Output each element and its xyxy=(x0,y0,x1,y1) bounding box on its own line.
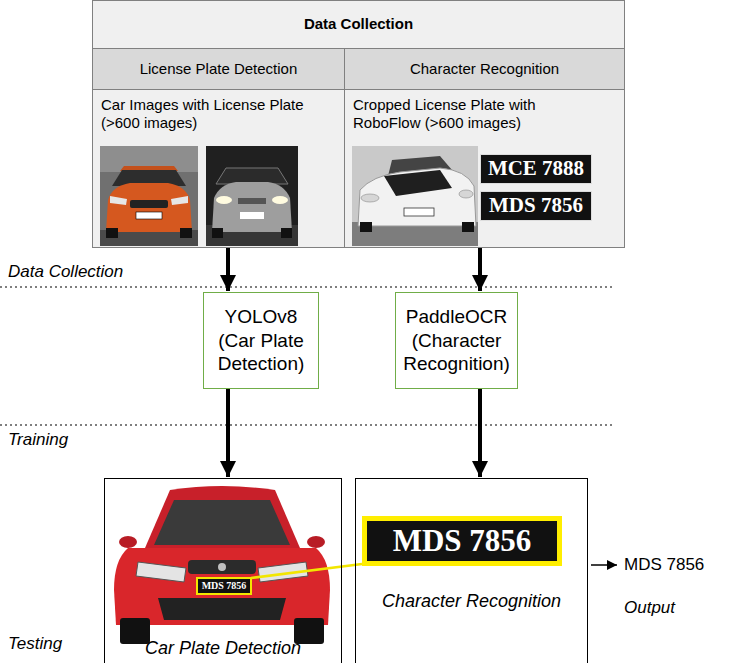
node-text: PaddleOCR (Character Recognition) xyxy=(398,305,515,376)
node-text: Character Recognition xyxy=(349,60,620,78)
node-text: MDS 7856 xyxy=(393,522,532,559)
test-panel: Car Plate Detection MDS 7856 xyxy=(104,478,342,663)
model-box: YOLOv8 (Car Plate Detection) xyxy=(203,292,319,389)
connector xyxy=(251,564,362,578)
connector xyxy=(478,389,482,477)
connector xyxy=(478,248,482,291)
stage-label: Training xyxy=(8,430,68,450)
node-text: Data Collection xyxy=(97,15,620,33)
node-text: Character Recognition xyxy=(360,591,583,613)
stage-divider xyxy=(0,286,615,287)
data-cell: Cropped License Plate with RoboFlow (>60… xyxy=(344,89,625,248)
column-header: License Plate Detection xyxy=(92,48,345,90)
connector xyxy=(226,389,230,477)
output-text: MDS 7856 xyxy=(624,555,704,575)
node-text: YOLOv8 (Car Plate Detection) xyxy=(206,305,316,376)
stage-label: Output xyxy=(624,598,675,618)
white-car-photo xyxy=(352,146,478,246)
plate-crop: MCE 7888 xyxy=(480,154,592,184)
test-panel: Character Recognition MDS 7856 xyxy=(355,478,588,663)
column-header: Character Recognition xyxy=(344,48,625,90)
node-text: Cropped License Plate with RoboFlow (>60… xyxy=(353,96,584,132)
node-text: License Plate Detection xyxy=(97,60,340,78)
data-cell: Car Images with License Plate (>600 imag… xyxy=(92,89,345,248)
plate-crop-large: MDS 7856 xyxy=(362,516,562,566)
node-text: MDS 7856 xyxy=(489,193,583,218)
output-arrow xyxy=(591,564,617,566)
node-text: Car Images with License Plate (>600 imag… xyxy=(101,96,336,132)
plate-crop: MDS 7856 xyxy=(480,191,592,221)
model-box: PaddleOCR (Character Recognition) xyxy=(395,292,518,389)
node-text: MDS 7856 xyxy=(202,580,247,592)
table-frame: Data CollectionLicense Plate Detection Ch… xyxy=(92,0,625,248)
car-plate: MDS 7856 xyxy=(196,577,252,595)
stage-label: Testing xyxy=(8,634,62,654)
stage-divider xyxy=(0,424,615,425)
stage-label: Data Collection xyxy=(8,262,123,282)
connector xyxy=(226,248,230,291)
node-text: Car Plate Detection xyxy=(109,638,337,660)
orange-car-photo xyxy=(100,146,198,246)
grey-car-photo xyxy=(206,146,298,246)
red-car-illustration xyxy=(114,486,330,644)
node-text: MCE 7888 xyxy=(488,156,584,181)
table-ground xyxy=(92,0,625,248)
